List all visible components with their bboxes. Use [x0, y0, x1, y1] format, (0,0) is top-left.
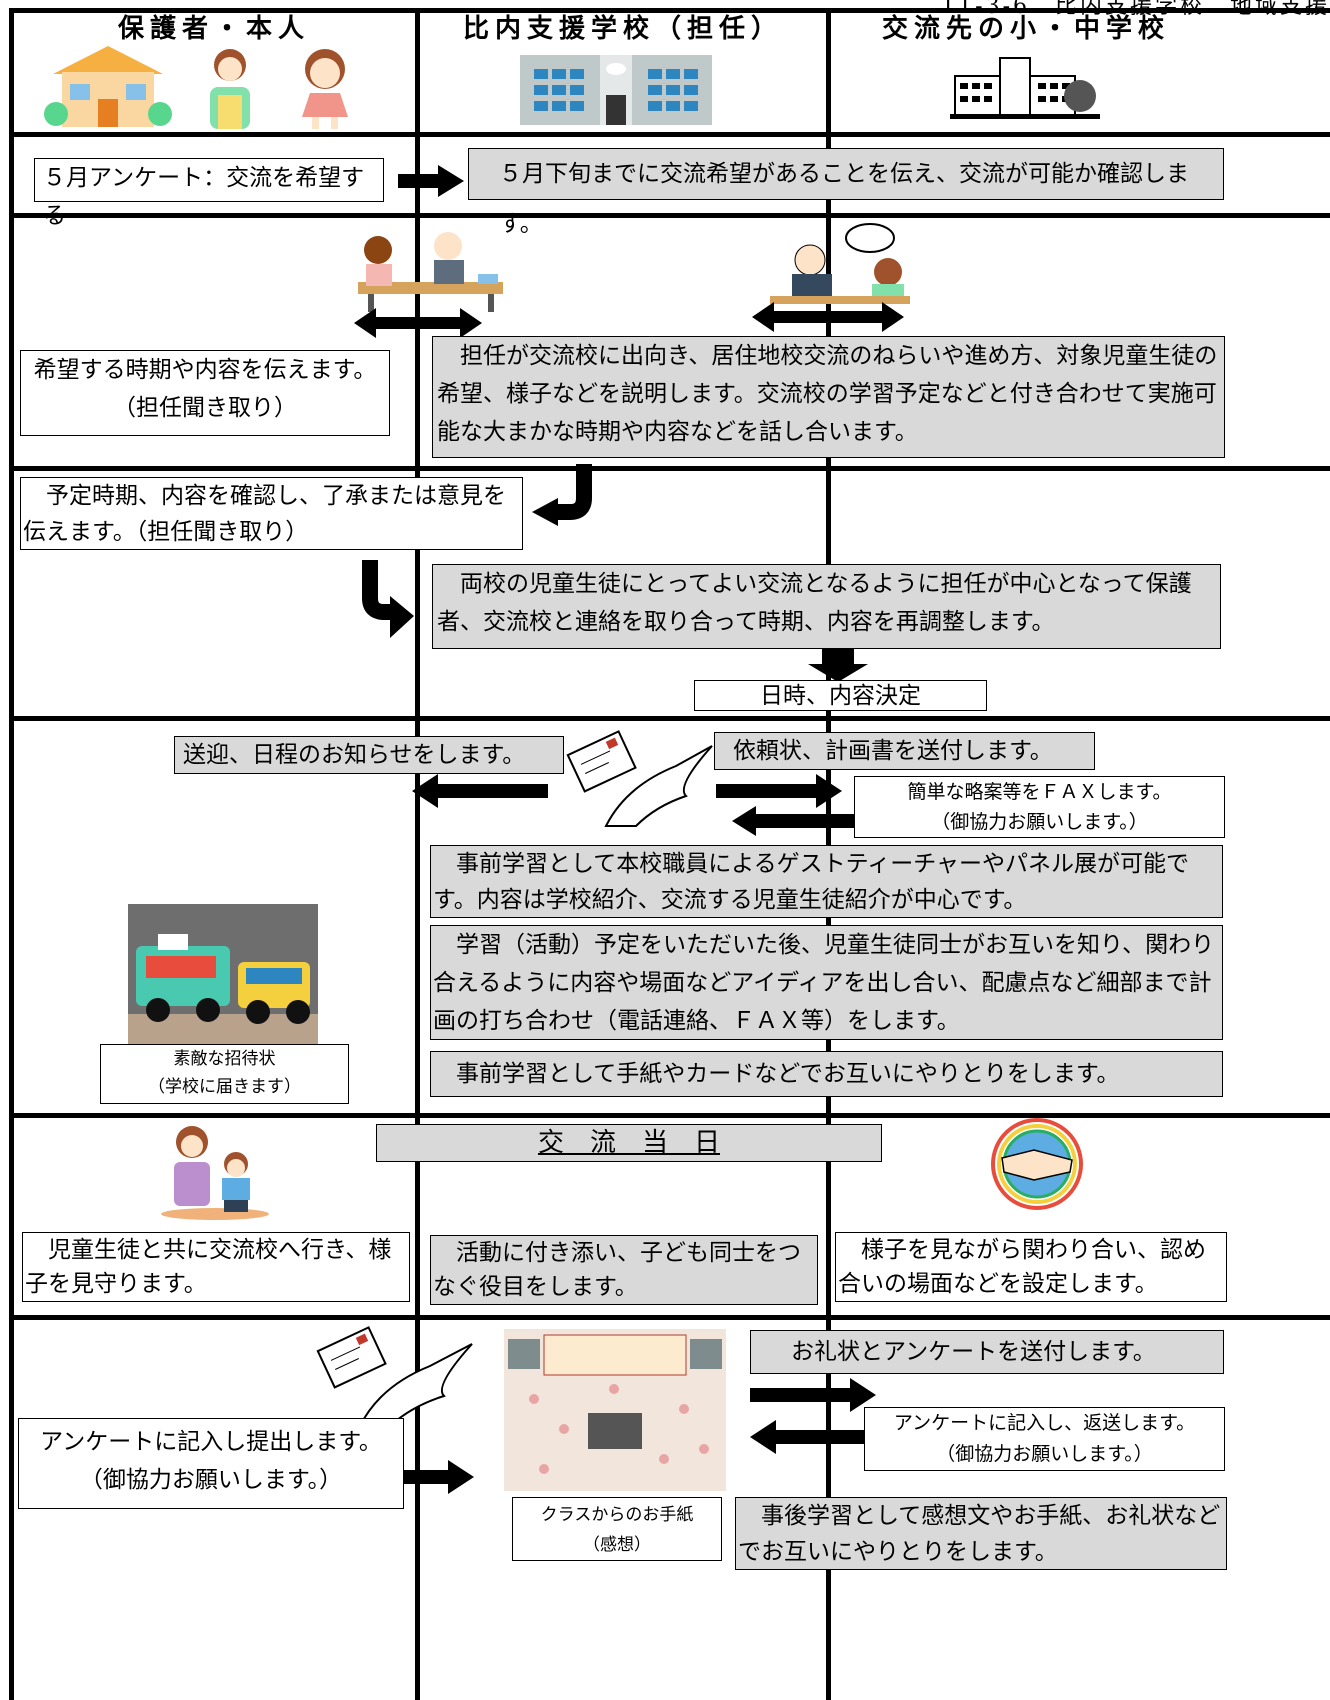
curved-arrow-left	[532, 464, 592, 526]
mother-icon	[210, 49, 250, 129]
class-letter-caption: クラスからのお手紙 （感想）	[512, 1497, 722, 1561]
schedule-notice-box: 送迎、日程のお知らせをします。	[174, 736, 564, 774]
double-arrow	[354, 308, 482, 338]
meeting-parent-teacher-icon	[358, 232, 503, 312]
row-divider	[10, 716, 1330, 721]
row-divider	[10, 213, 1330, 218]
frame-left-line	[9, 8, 14, 1700]
fax-box: 簡単な略案等をＦＡＸします。 （御協力お願いします。）	[854, 776, 1225, 838]
arrow-right	[398, 165, 464, 197]
request-letter-box: 依頼状、計画書を送付します。	[714, 732, 1095, 770]
survey-return-box: アンケートに記入し、返送します。 （御協力お願いします。）	[864, 1407, 1225, 1471]
handshake-globe-icon	[991, 1118, 1083, 1210]
curved-arrow-down-right	[362, 560, 414, 638]
confirm-schedule-box: 予定時期、内容を確認し、了承または意見を伝えます。（担任聞き取り）	[20, 477, 523, 550]
parent-accompany-box: 児童生徒と共に交流校へ行き、様子を見守ります。	[22, 1232, 410, 1302]
row-divider	[10, 1113, 1330, 1118]
school-setting-box: 様子を見ながら関わり合い、認め合いの場面などを設定します。	[835, 1232, 1227, 1302]
after-learning-box: 事後学習として感想文やお手紙、お礼状などでお互いにやりとりをします。	[735, 1497, 1227, 1570]
parent-child-icon	[161, 1126, 269, 1220]
parent-survey-box: アンケートに記入し提出します。 （御協力お願いします。）	[18, 1418, 404, 1509]
mail-bird-icon	[316, 1326, 473, 1427]
class-letter-poster-photo	[504, 1329, 726, 1491]
exchange-school-building-icon	[950, 57, 1100, 119]
activity-planning-box: 学習（活動）予定をいただいた後、児童生徒同士がお互いを知り、関わり合えるように内…	[430, 925, 1223, 1040]
letter-exchange-box: 事前学習として手紙やカードなどでお互いにやりとりをします。	[430, 1051, 1223, 1097]
teacher-visit-box: 担任が交流校に出向き、居住地校交流のねらいや進め方、対象児童生徒の希望、様子など…	[432, 336, 1225, 458]
guest-teacher-box: 事前学習として本校職員によるゲストティーチャーやパネル展が可能です。内容は学校紹…	[430, 845, 1223, 918]
row-divider	[10, 132, 1330, 137]
arrow-right	[404, 1460, 474, 1494]
meeting-school-staff-icon	[770, 223, 910, 304]
header-support-school: 比内支援学校（担任）	[462, 14, 783, 44]
arrow-right	[750, 1378, 876, 1412]
header-exchange-school: 交流先の小・中学校	[881, 14, 1170, 44]
parent-wishes-box: 希望する時期や内容を伝えます。 （担任聞き取り）	[20, 350, 390, 436]
row-divider	[10, 1315, 1330, 1320]
invitation-card-photo	[128, 904, 318, 1044]
exchange-day-title: 交 流 当 日	[376, 1124, 882, 1162]
invitation-caption: 素敵な招待状 （学校に届きます）	[100, 1044, 349, 1104]
arrow-right	[716, 774, 842, 808]
thanks-letter-box: お礼状とアンケートを送付します。	[750, 1330, 1224, 1374]
header-parent: 保護者・本人	[117, 14, 310, 44]
arrow-left	[732, 806, 858, 836]
arrow-left	[412, 774, 548, 808]
readjust-box: 両校の児童生徒にとってよい交流となるように担任が中心となって保護者、交流校と連絡…	[432, 564, 1221, 649]
may-survey-box: ５月アンケート：交流を希望する	[34, 158, 384, 229]
support-school-building-icon	[520, 55, 712, 125]
confirm-exchange-box: ５月下旬までに交流希望があることを伝え、交流が可能か確認します。	[468, 148, 1224, 237]
decision-box: 日時、内容決定	[694, 680, 987, 711]
child-icon	[302, 49, 348, 129]
row-divider	[10, 466, 1330, 471]
house-icon	[44, 46, 172, 127]
column-divider-1	[415, 8, 420, 1700]
double-arrow	[752, 302, 904, 332]
mail-bird-icon	[566, 730, 713, 827]
arrow-down	[808, 648, 868, 682]
arrow-left	[750, 1420, 866, 1454]
teacher-support-box: 活動に付き添い、子ども同士をつなぐ役目をします。	[430, 1235, 818, 1305]
frame-top-line	[10, 8, 1330, 13]
